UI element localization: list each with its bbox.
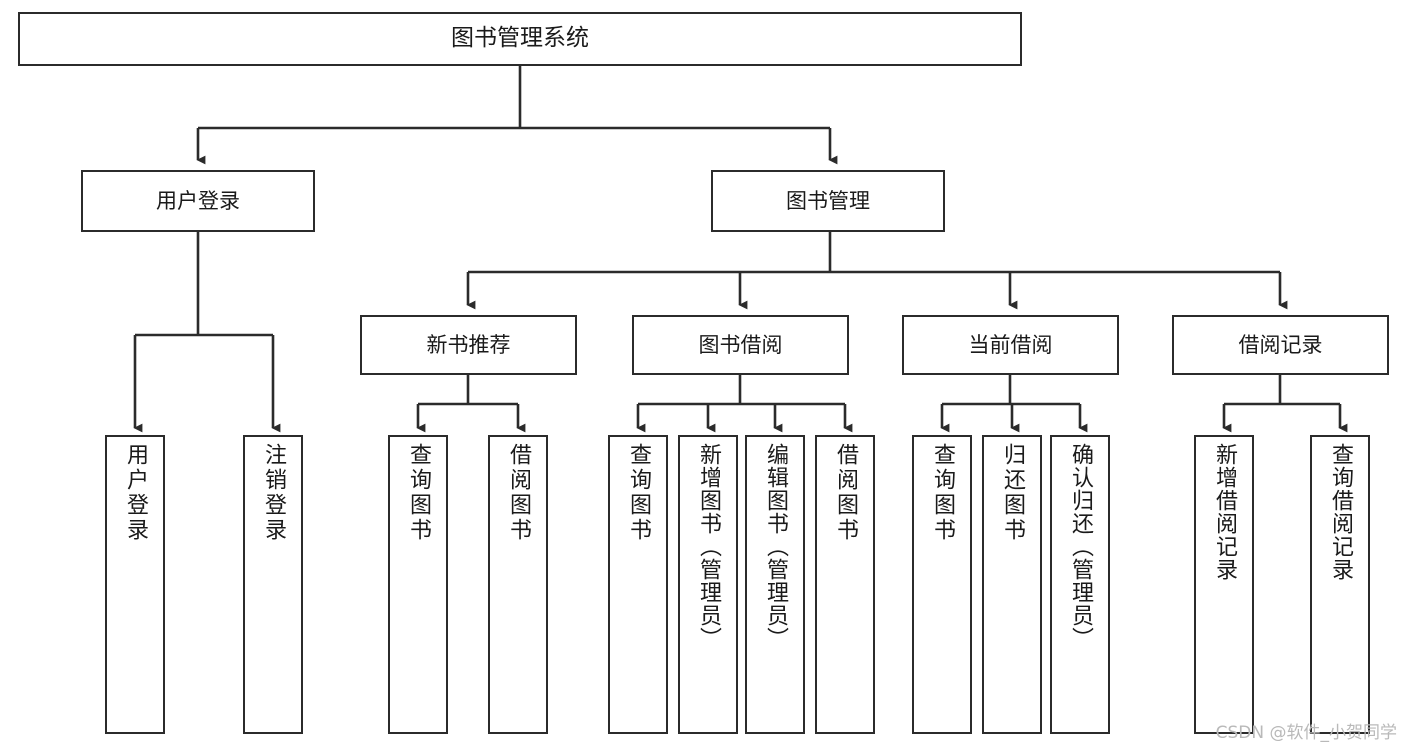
node-label: 图书借阅 xyxy=(698,332,783,357)
node-label: 当前借阅 xyxy=(968,332,1053,357)
node-leaf-query-book-borrow[interactable]: 查询图书 xyxy=(608,435,668,734)
node-borrow-record[interactable]: 借阅记录 xyxy=(1172,315,1389,375)
node-leaf-add-book-admin[interactable]: 新增图书（管理员） xyxy=(678,435,738,734)
node-label: 图书管理系统 xyxy=(451,25,589,52)
node-book-borrow[interactable]: 图书借阅 xyxy=(632,315,849,375)
node-label: 新书推荐 xyxy=(426,332,511,357)
node-user-login[interactable]: 用户登录 xyxy=(81,170,315,232)
node-leaf-logout[interactable]: 注销登录 xyxy=(243,435,303,734)
node-label: 借阅记录 xyxy=(1238,332,1323,357)
node-label: 确认归还（管理员） xyxy=(1068,443,1093,650)
node-new-book-recommend[interactable]: 新书推荐 xyxy=(360,315,577,375)
node-label: 归还图书 xyxy=(1000,443,1025,543)
node-leaf-add-borrow-record[interactable]: 新增借阅记录 xyxy=(1194,435,1254,734)
node-label: 查询借阅记录 xyxy=(1328,443,1353,581)
csdn-watermark: CSDN @软件_小贺同学 xyxy=(1215,723,1397,743)
node-label: 新增借阅记录 xyxy=(1212,443,1237,581)
node-leaf-user-login[interactable]: 用户登录 xyxy=(105,435,165,734)
node-leaf-confirm-return-admin[interactable]: 确认归还（管理员） xyxy=(1050,435,1110,734)
node-root-book-management-system[interactable]: 图书管理系统 xyxy=(18,12,1022,66)
node-label: 查询图书 xyxy=(406,443,431,543)
node-label: 用户登录 xyxy=(123,443,148,543)
node-label: 借阅图书 xyxy=(506,443,531,543)
node-label: 新增图书（管理员） xyxy=(696,443,721,650)
node-label: 查询图书 xyxy=(930,443,955,543)
node-leaf-query-borrow-record[interactable]: 查询借阅记录 xyxy=(1310,435,1370,734)
node-label: 用户登录 xyxy=(156,188,240,213)
node-label: 编辑图书（管理员） xyxy=(763,443,788,650)
node-leaf-query-book-current[interactable]: 查询图书 xyxy=(912,435,972,734)
node-current-borrow[interactable]: 当前借阅 xyxy=(902,315,1119,375)
node-leaf-return-book[interactable]: 归还图书 xyxy=(982,435,1042,734)
node-label: 查询图书 xyxy=(626,443,651,543)
node-label: 借阅图书 xyxy=(833,443,858,543)
node-leaf-borrow-book-recommend[interactable]: 借阅图书 xyxy=(488,435,548,734)
node-label: 注销登录 xyxy=(261,443,286,543)
node-label: 图书管理 xyxy=(786,188,870,213)
node-book-manage[interactable]: 图书管理 xyxy=(711,170,945,232)
node-leaf-query-book-recommend[interactable]: 查询图书 xyxy=(388,435,448,734)
node-leaf-edit-book-admin[interactable]: 编辑图书（管理员） xyxy=(745,435,805,734)
node-leaf-borrow-book[interactable]: 借阅图书 xyxy=(815,435,875,734)
